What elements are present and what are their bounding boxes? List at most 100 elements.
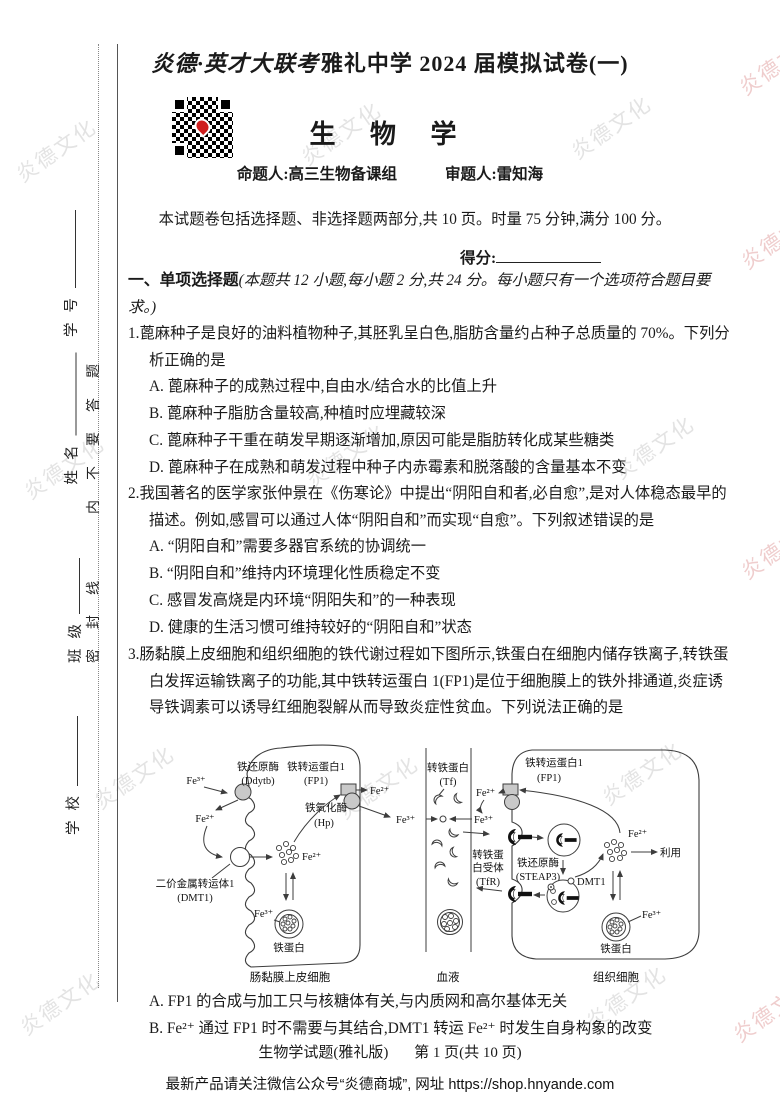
margin-field-student-id: 学号 bbox=[62, 210, 82, 337]
blood-caption: 血液 bbox=[437, 970, 460, 984]
option-a: A. 蓖麻种子的成熟过程中,自由水/结合水的比值上升 bbox=[149, 378, 498, 396]
question-1: 1.蓖麻种子是良好的油料植物种子,其胚乳呈白色,脂肪含量约占种子总质量的 70%… bbox=[128, 321, 738, 481]
fe3-out-label: Fe³⁺ bbox=[474, 815, 493, 826]
question-number: 1. bbox=[128, 325, 140, 342]
ddytb-label: 铁还原酶 bbox=[237, 760, 279, 773]
option-d: D. 健康的生活习惯可维持较好的“阴阳自和”状态 bbox=[149, 618, 472, 636]
exam-name: 雅礼中学 2024 届模拟试卷(一) bbox=[320, 51, 629, 76]
fe3-export-label: Fe³⁺ bbox=[396, 815, 415, 826]
question-text: 肠黏膜上皮细胞和组织细胞的铁代谢过程如下图所示,铁蛋白在细胞内储存铁离子,转铁蛋… bbox=[139, 646, 729, 717]
fe2-export-label: Fe²⁺ bbox=[370, 786, 389, 797]
fp1-oxidase bbox=[504, 794, 520, 810]
fp1-sub-label: (FP1) bbox=[537, 773, 561, 784]
fe2-lumen-label: Fe²⁺ bbox=[195, 814, 214, 825]
fp1-sub-label: (FP1) bbox=[304, 776, 328, 787]
arrow-to-receptor bbox=[462, 830, 490, 837]
question-text: 蓖麻种子是良好的油料植物种子,其胚乳呈白色,脂肪含量约占种子总质量的 70%。下… bbox=[139, 325, 730, 369]
connector bbox=[211, 863, 231, 879]
question-stem: 1.蓖麻种子是良好的油料植物种子,其胚乳呈白色,脂肪含量约占种子总质量的 70%… bbox=[128, 321, 738, 374]
question-3: 3.肠黏膜上皮细胞和组织细胞的铁代谢过程如下图所示,铁蛋白在细胞内储存铁离子,转… bbox=[128, 642, 738, 722]
tfr-membrane-top bbox=[507, 828, 533, 846]
free-iron-site bbox=[439, 815, 447, 823]
fp1-channel bbox=[502, 783, 519, 796]
transferrin-sub-label: (Tf) bbox=[440, 777, 457, 788]
arrow bbox=[358, 805, 391, 818]
exam-brand: 炎德·英才大联考 bbox=[151, 51, 319, 76]
margin-field-blank bbox=[63, 352, 77, 436]
watermark: 炎德文化 bbox=[737, 511, 780, 585]
margin-field-blank bbox=[67, 558, 80, 614]
score-blank bbox=[496, 248, 602, 263]
margin-field-label: 姓名 bbox=[64, 435, 81, 485]
rbc-dots bbox=[441, 913, 459, 932]
tfr-membrane-bottom bbox=[507, 885, 533, 903]
question-stem: 3.肠黏膜上皮细胞和组织细胞的铁代谢过程如下图所示,铁蛋白在细胞内储存铁离子,转… bbox=[128, 642, 738, 722]
option-d: D. 蓖麻种子在成熟和萌发过程中种子内赤霉素和脱落酸的含量基本不变 bbox=[149, 458, 627, 476]
score-row: 得分: bbox=[460, 246, 602, 268]
connector bbox=[627, 915, 642, 923]
right-cell: 铁转运蛋白1 (FP1) Fe²⁺ Fe³⁺ 铁还原酶 (STEAP3) DMT… bbox=[449, 749, 700, 984]
option-b: B. “阴阳自和”维持内环境理化性质稳定不变 bbox=[149, 565, 441, 583]
subject-title: 生 物 学 bbox=[309, 120, 471, 149]
dmt1-transporter bbox=[230, 847, 250, 867]
transferrin-molecules bbox=[431, 792, 462, 889]
exam-header: 炎德·英才大联考雅礼中学 2024 届模拟试卷(一) bbox=[0, 46, 780, 78]
left-cell-membrane bbox=[244, 744, 361, 968]
margin-field-name: 姓名 bbox=[63, 352, 83, 485]
connector bbox=[273, 919, 281, 923]
fp1-label: 铁转运蛋白1 bbox=[525, 756, 583, 769]
ddytb-enzyme bbox=[234, 783, 252, 801]
arrow bbox=[203, 825, 223, 859]
blood-column: 转铁蛋白 (Tf) 转铁蛋 白受体 (TfR) 血液 bbox=[425, 748, 504, 984]
arrow bbox=[203, 786, 228, 795]
question-number: 3. bbox=[128, 646, 140, 663]
left-cell-caption: 肠黏膜上皮细胞 bbox=[250, 970, 331, 984]
right-cell-membrane bbox=[511, 749, 700, 960]
option-c: C. 感冒发高烧是内环境“阴阳失和”的一种表现 bbox=[149, 591, 456, 609]
ferritin-label: 铁蛋白 bbox=[273, 941, 305, 954]
option-a: A. “阴阳自和”需要多器官系统的协调统一 bbox=[149, 538, 427, 556]
left-cell: 铁还原酶 (Ddytb) 铁转运蛋白1 (FP1) 铁氧化酶 (Hp) Fe³⁺… bbox=[156, 744, 438, 984]
watermark: 炎德文化 bbox=[737, 201, 780, 275]
arrow bbox=[498, 787, 506, 794]
hp-sub-label: (Hp) bbox=[314, 818, 334, 829]
dmt1-sub-label: (DMT1) bbox=[177, 893, 213, 904]
site-note: 最新产品请关注微信公众号“炎德商城”, 网址 https://shop.hnya… bbox=[165, 1077, 615, 1093]
fe3-ferritin-label: Fe³⁺ bbox=[254, 909, 273, 920]
ferritin-iron-dots bbox=[607, 917, 624, 935]
endosome-top bbox=[547, 823, 581, 857]
ddytb-sub-label: (Ddytb) bbox=[241, 776, 275, 787]
ferritin-iron-dots bbox=[280, 914, 297, 932]
section-header: 一、单项选择题(本题共 12 小题,每小题 2 分,共 24 分。每小题只有一个… bbox=[128, 267, 738, 321]
margin-field-label: 学号 bbox=[64, 288, 80, 337]
qr-finder-icon bbox=[172, 97, 187, 112]
option-c: C. 蓖麻种子干重在萌发早期逐渐增加,原因可能是脂肪转化成某些糖类 bbox=[149, 431, 615, 449]
ferritin-label: 铁蛋白 bbox=[600, 942, 632, 955]
fe2-pool-right bbox=[603, 838, 628, 863]
section-title: 一、单项选择题 bbox=[128, 272, 239, 289]
dmt1-label: 二价金属转运体1 bbox=[156, 877, 235, 890]
iron-metabolism-diagram: 铁还原酶 (Ddytb) 铁转运蛋白1 (FP1) 铁氧化酶 (Hp) Fe³⁺… bbox=[150, 740, 740, 988]
option-b: B. 蓖麻种子脂肪含量较高,种植时应埋藏较深 bbox=[149, 405, 447, 423]
option-a: A. FP1 的合成与加工只与核糖体有关,与内质网和高尔基体无关 bbox=[149, 993, 568, 1010]
fp1-label: 铁转运蛋白1 bbox=[287, 760, 345, 773]
reviewer-label: 审题人:雷知海 bbox=[444, 166, 544, 183]
arrow-recycle bbox=[476, 885, 503, 892]
question-number: 2. bbox=[128, 485, 140, 502]
steap3-sub-label: (STEAP3) bbox=[516, 872, 561, 883]
option-b: B. Fe²⁺ 通过 FP1 时不需要与其结合,DMT1 转运 Fe²⁺ 时发生… bbox=[149, 1019, 653, 1037]
margin-field-school: 学校 bbox=[64, 716, 84, 835]
tfr-label-1: 转铁蛋 bbox=[472, 848, 504, 861]
seal-text-group2: 内不要答题 bbox=[87, 344, 102, 514]
paper-info: 本试题卷包括选择题、非选择题两部分,共 10 页。时量 75 分钟,满分 100… bbox=[158, 211, 672, 228]
iron-dot bbox=[551, 899, 557, 905]
arrow-to-fp1 bbox=[293, 794, 341, 843]
question-text: 我国著名的医学家张仲景在《伤寒论》中提出“阴阳自和者,必自愈”,是对人体稳态最早… bbox=[139, 485, 727, 529]
fe3-ferritin-label: Fe³⁺ bbox=[642, 910, 661, 921]
setter-label: 命题人:高三生物备课组 bbox=[236, 166, 398, 183]
margin-field-label: 学校 bbox=[66, 786, 82, 835]
hp-label: 铁氧化酶 bbox=[305, 801, 347, 814]
dmt1-site bbox=[567, 877, 575, 885]
fe2-out-label: Fe²⁺ bbox=[476, 788, 495, 799]
section-note: (本题共 12 小题,每小题 2 分,共 24 分。每小题只有一个选项符合题目要… bbox=[128, 272, 711, 316]
